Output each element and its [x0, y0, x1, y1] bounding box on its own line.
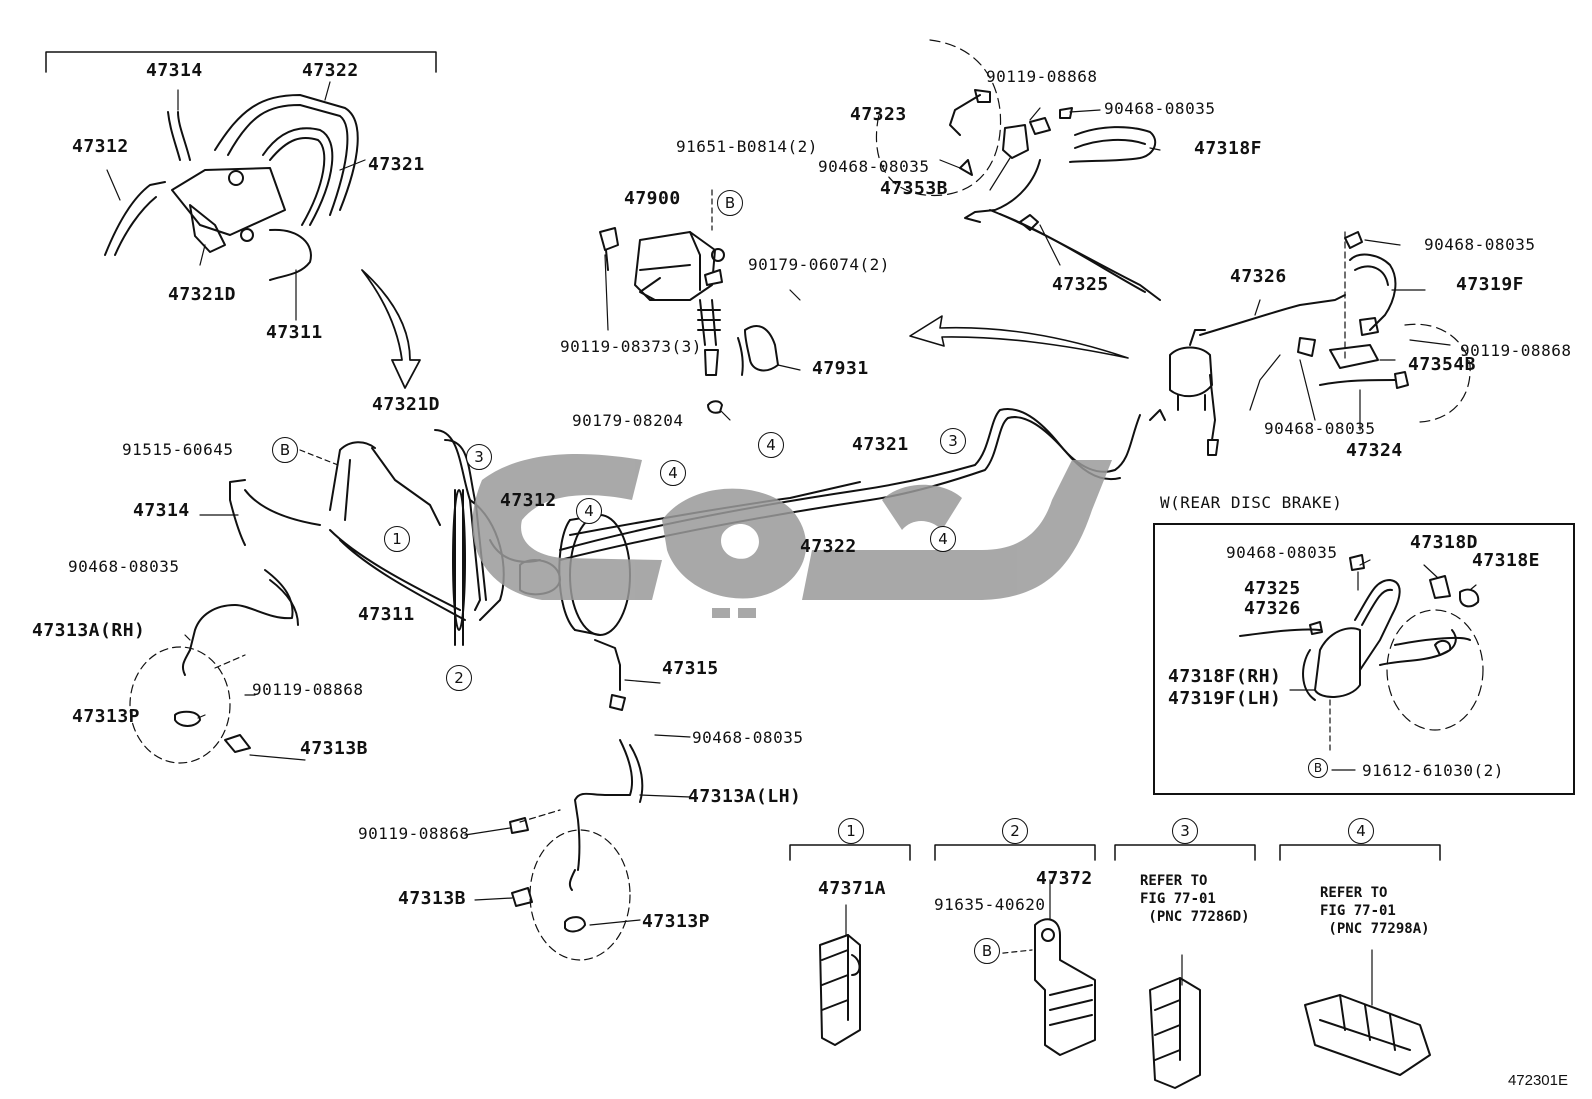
- label-47900: 47900: [624, 188, 681, 209]
- group-4-callout: 4: [1348, 818, 1374, 844]
- rear-right-top: [875, 39, 1471, 456]
- callout-4-right: 4: [930, 526, 956, 552]
- label-47372: 47372: [1036, 868, 1093, 889]
- label-47326: 47326: [1230, 266, 1287, 287]
- label-90468-c: 90468-08035: [1104, 99, 1216, 118]
- group-1-callout: 1: [838, 818, 864, 844]
- clip-47372-drawing: [984, 879, 1096, 1056]
- refer-note-4: REFER TO FIG 77-01 (PNC 77298A): [1320, 885, 1430, 937]
- callout-4-center: 4: [660, 460, 686, 486]
- label-90468-d: 90468-08035: [818, 157, 930, 176]
- label-47353b: 47353B: [880, 178, 949, 199]
- label-91635-40620: 91635-40620: [934, 895, 1046, 914]
- label-47314-top: 47314: [146, 60, 203, 81]
- label-90119-b: 90119-08868: [358, 824, 470, 843]
- callout-3-right: 3: [940, 428, 966, 454]
- box-label-47318d: 47318D: [1410, 532, 1479, 553]
- callout-1-left: 1: [384, 526, 410, 552]
- callout-4-upper: 4: [758, 432, 784, 458]
- callout-b-3: B: [1308, 758, 1328, 778]
- label-91651: 91651-B0814(2): [676, 137, 818, 156]
- label-47371a: 47371A: [818, 878, 887, 899]
- label-90468-e: 90468-08035: [1424, 235, 1536, 254]
- label-47321-top: 47321: [368, 154, 425, 175]
- label-47311-top: 47311: [266, 322, 323, 343]
- label-90119-d: 90119-08868: [1460, 341, 1572, 360]
- label-47321d-mid: 47321D: [372, 394, 441, 415]
- label-47313p-b: 47313P: [642, 911, 711, 932]
- label-47315: 47315: [662, 658, 719, 679]
- callout-2-left: 2: [446, 665, 472, 691]
- callout-4-left: 4: [576, 498, 602, 524]
- label-47325: 47325: [1052, 274, 1109, 295]
- label-91515-60645: 91515-60645: [122, 440, 234, 459]
- clip-47371a-drawing: [819, 904, 861, 1046]
- label-90179-08204: 90179-08204: [572, 411, 684, 430]
- label-47313a-rh: 47313A(RH): [32, 620, 146, 641]
- box-label-91612: 91612-61030(2): [1362, 761, 1504, 780]
- label-90119-a: 90119-08868: [252, 680, 364, 699]
- group-3-callout: 3: [1172, 818, 1198, 844]
- box-label-47325: 47325: [1244, 578, 1301, 599]
- callout-b-4: B: [974, 938, 1000, 964]
- group-2-callout: 2: [1002, 818, 1028, 844]
- label-47313b-a: 47313B: [300, 738, 369, 759]
- box-label-47318e: 47318E: [1472, 550, 1541, 571]
- label-47931: 47931: [812, 358, 869, 379]
- watermark-logo: [472, 454, 1112, 618]
- callout-b-1: B: [272, 437, 298, 463]
- label-47319f: 47319F: [1456, 274, 1525, 295]
- callout-3-left: 3: [466, 444, 492, 470]
- label-47324: 47324: [1346, 440, 1403, 461]
- label-47312-top: 47312: [72, 136, 129, 157]
- label-47313a-lh: 47313A(LH): [688, 786, 802, 807]
- box-label-90468: 90468-08035: [1226, 543, 1338, 562]
- label-90468-b: 90468-08035: [692, 728, 804, 747]
- clip-refer-4-drawing: [1304, 949, 1431, 1076]
- refer-note-3: REFER TO FIG 77-01 (PNC 77286D): [1140, 873, 1250, 925]
- label-47314-mid: 47314: [133, 500, 190, 521]
- junction-block-top: [104, 81, 366, 321]
- figure-id: 472301E: [1507, 1072, 1568, 1089]
- label-47313p-a: 47313P: [72, 706, 141, 727]
- label-90468-a: 90468-08035: [68, 557, 180, 576]
- label-90179-06074: 90179-06074(2): [748, 255, 890, 274]
- rear-disc-title: W(REAR DISC BRAKE): [1160, 493, 1343, 512]
- clip-refer-3-drawing: [1149, 954, 1201, 1089]
- label-47322-mid: 47322: [800, 536, 857, 557]
- label-47318f: 47318F: [1194, 138, 1263, 159]
- label-90119-08373: 90119-08373(3): [560, 337, 702, 356]
- label-47354b: 47354B: [1408, 354, 1477, 375]
- label-47312-mid: 47312: [500, 490, 557, 511]
- proportioning-valve: [599, 189, 779, 414]
- rear-disc-brake-box: [1153, 523, 1575, 795]
- label-47321d-top: 47321D: [168, 284, 237, 305]
- rear-disc-brake-detail: [1239, 554, 1484, 751]
- box-label-47318f-rh: 47318F(RH): [1168, 666, 1282, 687]
- label-47313b-b: 47313B: [398, 888, 467, 909]
- label-47321-mid: 47321: [852, 434, 909, 455]
- label-90468-f: 90468-08035: [1264, 419, 1376, 438]
- label-90119-c: 90119-08868: [986, 67, 1098, 86]
- label-47311-mid: 47311: [358, 604, 415, 625]
- label-47322-top: 47322: [302, 60, 359, 81]
- callout-b-2: B: [717, 190, 743, 216]
- box-label-47326: 47326: [1244, 598, 1301, 619]
- box-label-47319f-lh: 47319F(LH): [1168, 688, 1282, 709]
- label-47323: 47323: [850, 104, 907, 125]
